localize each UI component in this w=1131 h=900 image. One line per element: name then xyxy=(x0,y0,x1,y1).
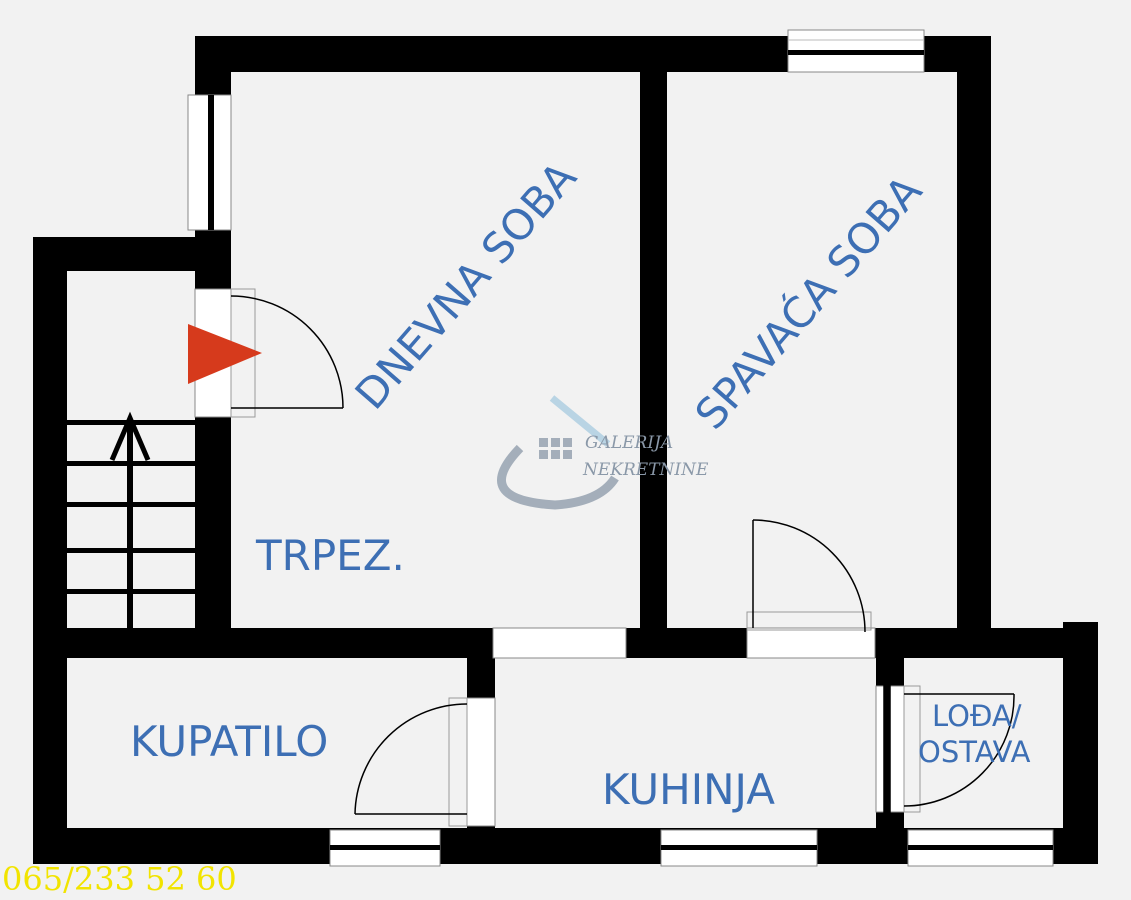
window-top-bedroom xyxy=(787,29,925,73)
room-label-kupatilo: KUPATILO xyxy=(130,717,328,766)
room-label-lodja-line1: LOĐA/ xyxy=(932,699,1022,733)
door-bedroom xyxy=(746,519,876,659)
wall-right xyxy=(957,36,991,658)
room-label-kuhinja: KUHINJA xyxy=(602,765,775,814)
window-bottom-bath xyxy=(329,829,441,867)
window-bottom-kitchen xyxy=(660,829,818,867)
watermark-logo-icon xyxy=(497,395,619,510)
room-label-trpez: TRPEZ. xyxy=(255,531,405,580)
window-left-living xyxy=(187,94,232,231)
door-bathroom xyxy=(354,697,496,827)
door-loggia xyxy=(875,685,1015,813)
watermark-line1: GALERIJA xyxy=(585,433,673,453)
watermark-line2: NEKRETNINE xyxy=(582,460,709,480)
window-bottom-loggia xyxy=(907,829,1054,867)
window-dining-kitchen xyxy=(492,627,627,659)
stairs-direction-arrow-icon xyxy=(109,411,151,461)
windows xyxy=(187,29,1054,867)
entrance-arrow-icon xyxy=(188,324,262,384)
room-label-lodja-line2: OSTAVA xyxy=(918,735,1031,769)
wall-partition-middle xyxy=(640,72,667,658)
wall-loggia-right xyxy=(1063,622,1098,864)
phone-number: 065/233 52 60 xyxy=(2,860,237,898)
wall-left-outer xyxy=(33,237,67,864)
